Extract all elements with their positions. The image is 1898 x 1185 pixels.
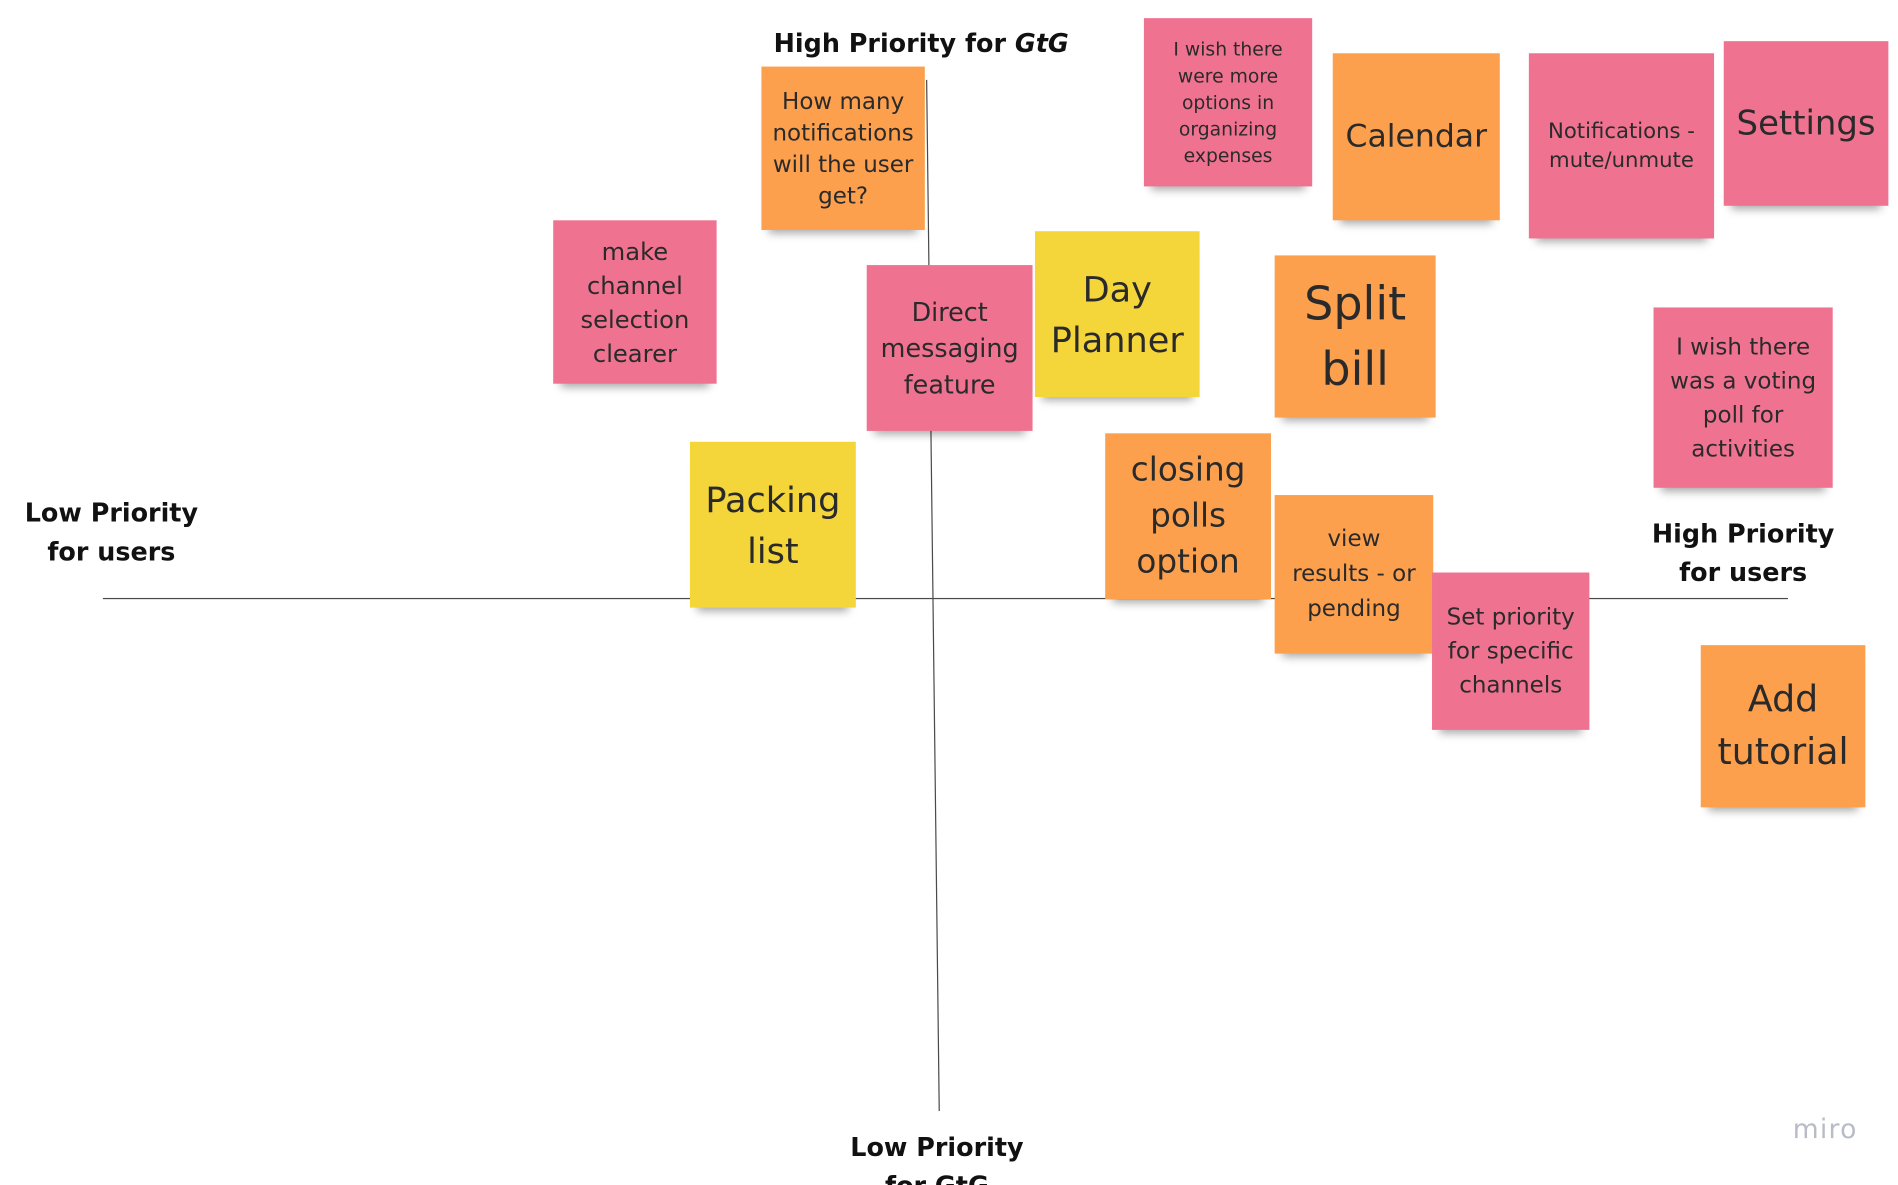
axis-label-bottom-line2: for GtG (835, 1167, 1038, 1185)
sticky-note-settings[interactable]: Settings (1723, 41, 1889, 206)
axis-label-right: High Priority for users (1640, 514, 1846, 591)
axis-label-left: Low Priority for users (15, 494, 209, 571)
sticky-note-text: Add tutorial (1717, 679, 1849, 774)
sticky-note-split-bill[interactable]: Split bill (1274, 255, 1436, 418)
sticky-note-text: Settings (1736, 102, 1876, 143)
sticky-note-add-tutorial[interactable]: Add tutorial (1700, 645, 1866, 808)
sticky-note-expenses-options[interactable]: I wish there were more options in organi… (1143, 18, 1313, 187)
sticky-note-text: closing polls option (1130, 450, 1246, 581)
vertical-axis (926, 79, 940, 1112)
sticky-note-view-results[interactable]: view results - or pending (1274, 495, 1434, 654)
sticky-note-text: Split bill (1304, 277, 1407, 396)
axis-label-top-prefix: High Priority for (773, 29, 1015, 59)
sticky-note-text: Direct messaging feature (880, 297, 1019, 399)
sticky-note-text: I wish there was a voting poll for activ… (1670, 333, 1817, 462)
sticky-note-notifications-count[interactable]: How many notifications will the user get… (761, 66, 925, 230)
miro-logo: miro (1792, 1114, 1858, 1146)
sticky-note-voting-poll[interactable]: I wish there was a voting poll for activ… (1653, 307, 1833, 488)
sticky-note-text: How many notifications will the user get… (772, 87, 914, 209)
sticky-note-text: Set priority for specific channels (1446, 603, 1575, 699)
sticky-note-channel-priority[interactable]: Set priority for specific channels (1432, 572, 1590, 730)
sticky-note-closing-polls[interactable]: closing polls option (1105, 433, 1272, 600)
sticky-note-day-planner[interactable]: Day Planner (1034, 231, 1200, 398)
sticky-note-packing-list[interactable]: Packing list (689, 441, 856, 608)
sticky-note-channel-selection[interactable]: make channel selection clearer (553, 220, 717, 384)
sticky-note-text: Calendar (1345, 118, 1488, 155)
sticky-note-text: Packing list (705, 478, 841, 571)
sticky-note-notifications-mute[interactable]: Notifications - mute/unmute (1528, 53, 1715, 239)
axis-label-bottom-line1: Low Priority (850, 1132, 1024, 1162)
horizontal-axis (102, 597, 1788, 600)
axis-label-right-line1: High Priority (1651, 519, 1835, 549)
sticky-note-text: make channel selection clearer (580, 236, 690, 368)
axis-label-top-italic: GtG (1014, 29, 1069, 59)
sticky-note-text: Notifications - mute/unmute (1547, 119, 1695, 173)
axis-label-bottom: Low Priority for GtG (835, 1128, 1038, 1185)
sticky-note-direct-messaging[interactable]: Direct messaging feature (866, 265, 1033, 431)
sticky-note-calendar[interactable]: Calendar (1332, 53, 1500, 221)
axis-label-top: High Priority for GtG (763, 24, 1080, 63)
axis-label-left-line1: Low Priority (24, 498, 199, 528)
axis-label-left-line2: for users (47, 537, 176, 567)
axis-label-right-line2: for users (1679, 557, 1808, 588)
sticky-note-text: I wish there were more options in organi… (1173, 38, 1283, 167)
sticky-note-text: view results - or pending (1292, 525, 1416, 623)
sticky-note-text: Day Planner (1050, 268, 1184, 361)
